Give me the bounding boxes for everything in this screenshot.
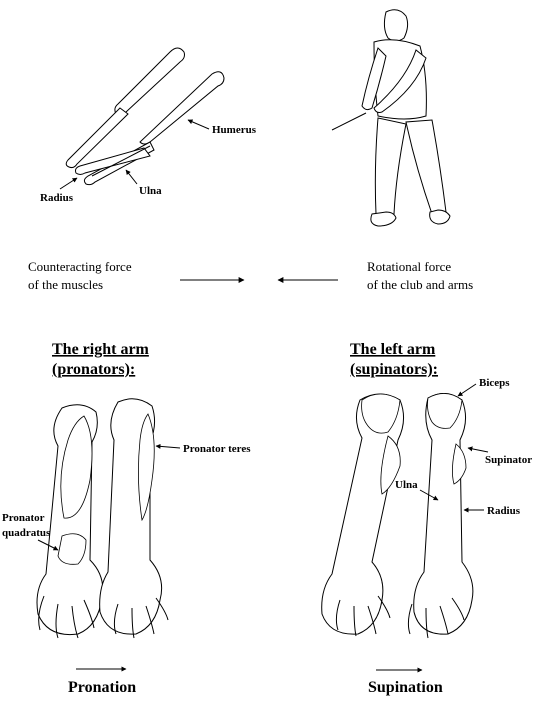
pronation-caption: Pronation bbox=[68, 679, 136, 696]
ulna-label: Ulna bbox=[139, 185, 162, 197]
arm-bones-illustration bbox=[65, 47, 225, 186]
golfer-illustration bbox=[331, 9, 451, 227]
ulna-left-label: Ulna bbox=[395, 479, 418, 491]
biceps-label: Biceps bbox=[479, 377, 510, 389]
pronator-quadratus-line1: Pronator bbox=[2, 512, 45, 524]
right-arm-heading-line2: (pronators): bbox=[52, 361, 135, 378]
biceps-arrow bbox=[457, 383, 477, 397]
supinator-label: Supinator bbox=[485, 454, 532, 466]
left-arm-heading-line2: (supinators): bbox=[350, 361, 438, 378]
radius-arrow bbox=[59, 177, 78, 190]
left-forearm-illustration bbox=[321, 393, 474, 639]
ulna-left-arrow bbox=[419, 489, 439, 501]
rotational-force-line2: of the club and arms bbox=[367, 277, 473, 292]
counter-force-line2: of the muscles bbox=[28, 277, 103, 292]
counter-force-line1: Counteracting force bbox=[28, 259, 132, 274]
humerus-label: Humerus bbox=[212, 124, 257, 136]
right-forearm-illustration bbox=[36, 398, 169, 639]
radius-left-label: Radius bbox=[487, 505, 521, 517]
radius-label: Radius bbox=[40, 192, 74, 204]
pronator-teres-arrow bbox=[155, 443, 181, 449]
supinator-arrow bbox=[467, 446, 489, 453]
humerus-arrow bbox=[187, 119, 210, 130]
supination-caption: Supination bbox=[368, 679, 443, 696]
right-arm-heading-line1: The right arm bbox=[52, 341, 150, 358]
rotational-force-line1: Rotational force bbox=[367, 259, 451, 274]
pronator-quadratus-arrow bbox=[37, 539, 59, 551]
left-arm-heading-line1: The left arm bbox=[350, 341, 436, 358]
ulna-arrow bbox=[125, 169, 138, 185]
pronator-teres-label: Pronator teres bbox=[183, 443, 251, 455]
pronator-quadratus-line2: quadratus bbox=[2, 527, 51, 539]
